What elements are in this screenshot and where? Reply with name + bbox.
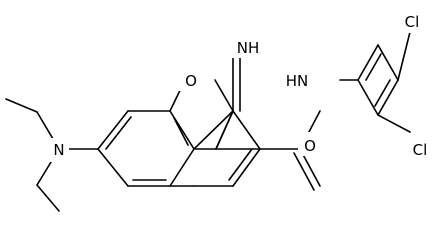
bond [105,116,132,150]
bond [357,44,379,81]
chlorine-top-label: Cl [405,13,420,31]
bond [293,152,315,191]
bond [193,110,234,150]
bond [169,148,195,187]
atom-labels: O NH HN O N Cl Cl [53,13,427,159]
bond [365,53,382,81]
bond [232,110,261,150]
bond [232,148,261,187]
bond [173,117,189,146]
bond [377,114,411,133]
bond [377,79,399,116]
bond-skeleton [5,31,411,212]
bond [36,184,60,212]
amine-nitrogen-label: N [53,141,64,159]
bond [215,110,234,150]
bond [97,148,129,187]
bond [228,148,253,181]
chlorine-bottom-label: Cl [413,141,428,159]
bond [357,79,379,116]
structure-svg: O NH HN O N Cl Cl [5,9,431,212]
bond [214,79,234,112]
bond [377,44,399,81]
amide-oxygen-label: O [304,137,316,155]
bond [5,98,38,113]
bond [397,31,411,81]
imine-label: NH [237,39,260,57]
bond [97,110,129,150]
bond [169,110,195,150]
molecule-diagram: O NH HN O N Cl Cl [5,9,431,212]
bond [374,79,391,107]
atom-label-backgrounds [49,9,431,162]
amide-nh-label: HN [286,72,309,90]
ring-oxygen-label: O [185,72,197,90]
